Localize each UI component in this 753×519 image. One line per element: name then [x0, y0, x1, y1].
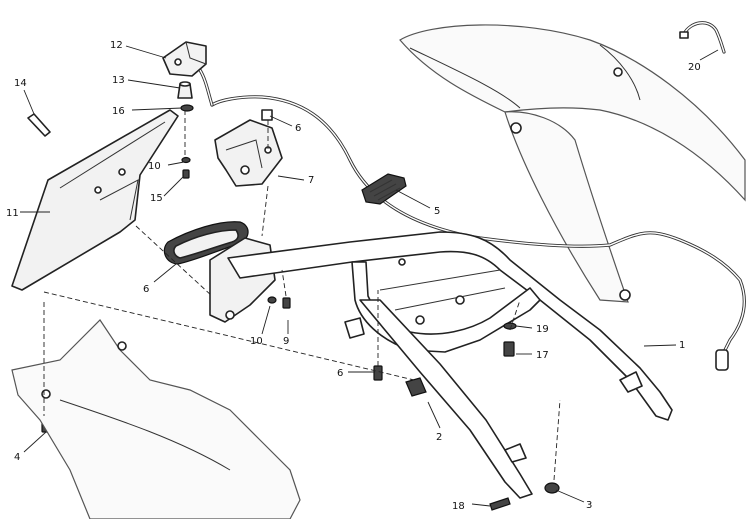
plate-part-6: [163, 221, 249, 265]
callout-2: 2: [436, 432, 442, 443]
callout-15: 15: [150, 193, 163, 204]
bolt-part-17: [503, 341, 515, 357]
callout-10b: 10: [250, 336, 263, 347]
callout-17: 17: [536, 350, 549, 361]
callout-5: 5: [434, 206, 440, 217]
callout-20: 20: [688, 62, 701, 73]
callout-12: 12: [110, 40, 123, 51]
fastener-part-13: [177, 81, 193, 99]
bolt-part-9: [282, 297, 291, 309]
callout-14: 14: [14, 78, 27, 89]
callout-16: 16: [112, 106, 125, 117]
callout-6a: 6: [143, 284, 149, 295]
assembly-lines: [43, 110, 561, 481]
wiring-cable: [198, 68, 746, 371]
bolt-part-8-mid: [373, 365, 383, 381]
bolt-part-14: [27, 113, 51, 137]
callout-9: 9: [283, 336, 289, 347]
callout-1: 1: [679, 340, 685, 351]
callout-10a: 10: [148, 161, 161, 172]
callout-3: 3: [586, 500, 592, 511]
bracket-part-7: [214, 109, 283, 187]
screw-part-15: [182, 169, 190, 179]
seat-tail-cover: [399, 24, 746, 303]
sensor-part-12: [162, 41, 207, 77]
washer-part-10-lower: [267, 296, 277, 304]
callout-6c: 6: [337, 368, 343, 379]
callout-19: 19: [536, 324, 549, 335]
nut-part-3: [544, 482, 560, 494]
callout-6b: 6: [295, 123, 301, 134]
washer-part-16: [180, 104, 194, 112]
clip-part-20: [679, 21, 726, 54]
washer-part-19: [503, 322, 517, 330]
callout-4: 4: [14, 452, 20, 463]
rubber-part-5: [361, 173, 407, 205]
bolt-part-18: [489, 497, 511, 511]
plate-holder-part-11: [11, 109, 179, 291]
rear-subframe-part-1: [227, 231, 673, 499]
leader-lines: [20, 45, 719, 507]
callout-18: 18: [452, 501, 465, 512]
callout-13: 13: [112, 75, 125, 86]
rear-fender: [11, 319, 301, 519]
callout-11: 11: [6, 208, 19, 219]
callout-7: 7: [308, 175, 314, 186]
callout-labels: 1 2 3 4 5 6 6 6 7 8 9 10 10 11 12 13 14 …: [6, 40, 701, 512]
nut-part-10-upper: [181, 156, 191, 164]
nut-part-2: [405, 377, 427, 397]
